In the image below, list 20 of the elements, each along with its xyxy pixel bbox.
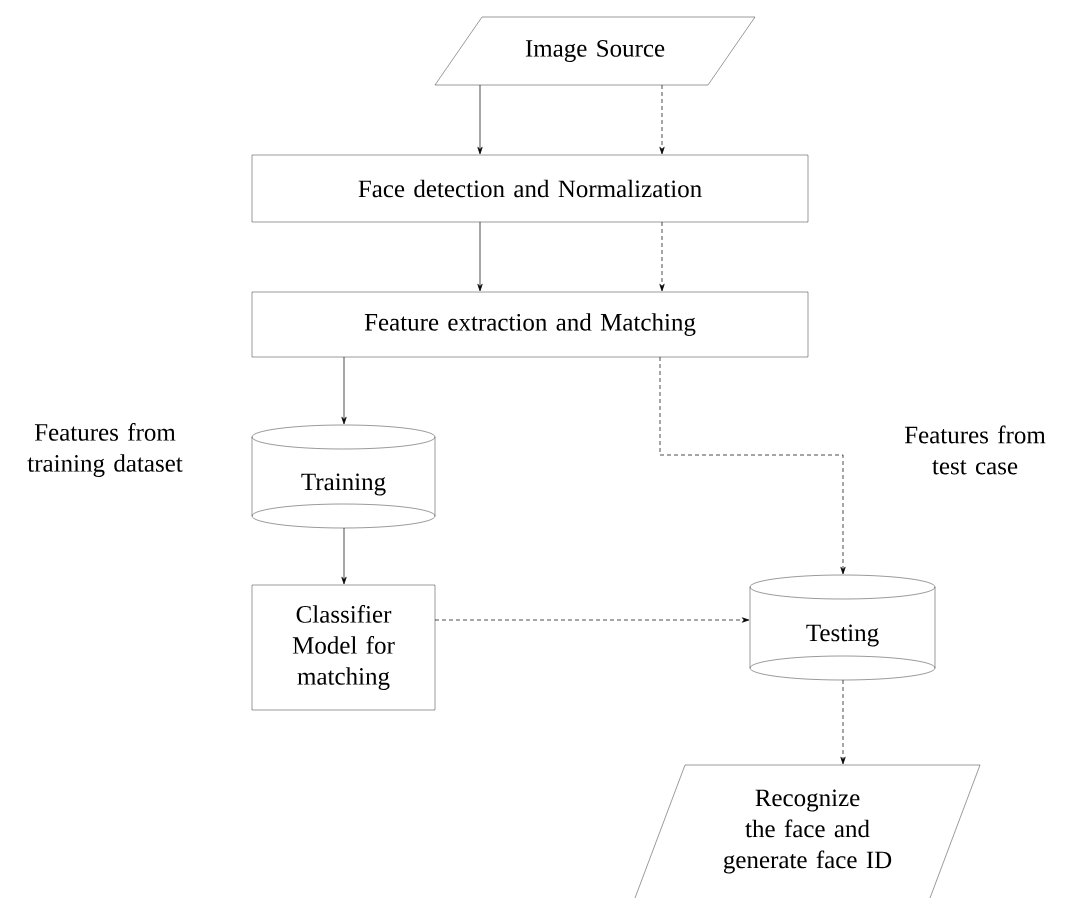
- process-box: Classifier Model for matching: [251, 584, 436, 711]
- database-cylinder: Testing: [749, 574, 936, 681]
- node-label: Training: [301, 473, 386, 496]
- process-box: Face detection and Normalization: [251, 154, 809, 223]
- output-parallelogram: Recognize the face and generate face ID: [634, 764, 981, 899]
- side-note: Features from training dataset: [27, 423, 183, 477]
- arrow: [659, 356, 846, 575]
- arrow: [477, 84, 483, 155]
- database-cylinder: Training: [251, 424, 436, 529]
- arrow: [341, 527, 347, 585]
- arrow: [434, 617, 750, 623]
- side-note: Features from test case: [904, 425, 1046, 475]
- arrow: [840, 679, 846, 765]
- process-box: Feature extraction and Matching: [251, 291, 809, 358]
- arrow: [341, 356, 347, 425]
- arrow: [659, 221, 665, 292]
- arrow: [659, 84, 665, 155]
- arrow: [477, 221, 483, 292]
- input-parallelogram: Image Source: [434, 16, 756, 86]
- node-label: Testing: [806, 624, 879, 647]
